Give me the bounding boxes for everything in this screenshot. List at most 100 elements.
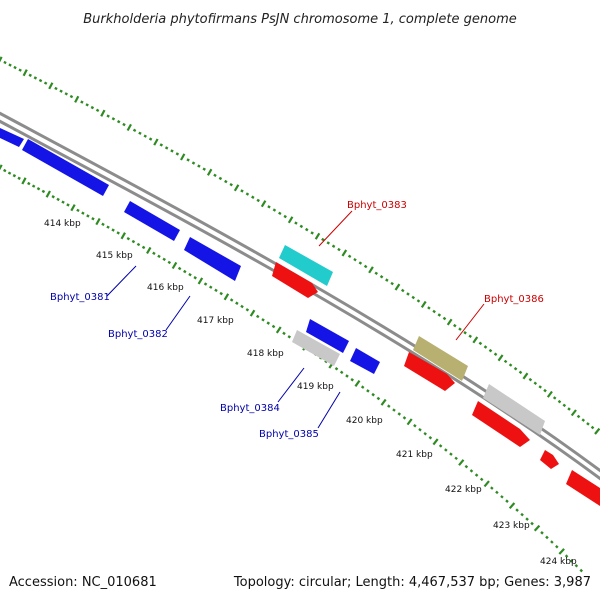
leader-line-0385: [317, 391, 341, 429]
minor-tick-mark: [177, 266, 182, 271]
major-tick-mark: [206, 168, 213, 176]
minor-tick-mark: [59, 89, 63, 93]
major-tick-mark: [153, 138, 159, 146]
minor-tick-mark: [256, 198, 260, 203]
major-tick-mark: [249, 309, 256, 317]
minor-tick-mark: [76, 208, 80, 213]
minor-tick-mark: [385, 278, 389, 282]
minor-tick-mark: [406, 292, 410, 296]
minor-tick-mark: [175, 152, 180, 156]
minor-tick-mark: [33, 76, 38, 80]
minor-tick-mark: [17, 176, 21, 180]
gene-label-bphyt-0385[interactable]: Bphyt_0385: [259, 429, 319, 440]
minor-tick-mark: [428, 435, 433, 440]
gene-feature-forward[interactable]: [472, 401, 530, 447]
major-tick-mark: [314, 232, 321, 240]
minor-tick-mark: [272, 208, 277, 212]
major-tick-mark: [432, 438, 439, 446]
minor-tick-mark: [478, 341, 483, 346]
minor-tick-mark: [493, 352, 498, 356]
minor-tick-mark: [283, 214, 287, 219]
minor-tick-mark: [141, 245, 146, 250]
gene-label-bphyt-0386[interactable]: Bphyt_0386: [484, 294, 544, 305]
minor-tick-mark: [267, 205, 271, 209]
tick-label-420: 420 kbp: [346, 416, 383, 426]
tick-label-421: 421 kbp: [396, 450, 433, 460]
gene-feature-reverse[interactable]: [306, 319, 349, 353]
major-tick-mark: [558, 548, 565, 555]
gene-feature-reverse[interactable]: [124, 201, 180, 241]
minor-tick-mark: [136, 242, 141, 247]
gene-feature-forward[interactable]: [272, 262, 318, 298]
minor-tick-mark: [3, 60, 7, 65]
minor-tick-mark: [85, 103, 89, 107]
minor-tick-mark: [387, 404, 391, 408]
major-tick-mark: [420, 300, 427, 309]
minor-tick-mark: [444, 448, 448, 452]
minor-tick-mark: [347, 254, 352, 259]
minor-tick-mark: [416, 299, 421, 303]
minor-tick-mark: [186, 158, 190, 162]
minor-tick-mark: [469, 469, 474, 473]
minor-tick-mark: [358, 261, 363, 265]
minor-tick-mark: [518, 370, 523, 375]
minor-tick-mark: [282, 331, 286, 336]
minor-tick-mark: [240, 304, 244, 309]
gene-feature-gray[interactable]: [292, 330, 340, 366]
gene-feature-reverse[interactable]: [350, 348, 380, 374]
minor-tick-mark: [334, 366, 339, 371]
minor-tick-mark: [454, 456, 458, 461]
gene-feature-reverse[interactable]: [184, 237, 241, 281]
minor-tick-mark: [401, 288, 405, 293]
minor-tick-mark: [80, 100, 84, 104]
minor-tick-mark: [576, 414, 581, 419]
minor-tick-mark: [463, 330, 467, 335]
minor-tick-mark: [278, 211, 282, 216]
gene-feature-forward[interactable]: [540, 450, 559, 469]
minor-tick-mark: [528, 377, 533, 382]
gene-feature-reverse[interactable]: [22, 139, 109, 196]
gene-feature-cyan[interactable]: [279, 245, 333, 286]
map-title: Burkholderia phytofirmans PsJN chromosom…: [83, 12, 517, 27]
forward-strand-genes: [272, 245, 600, 506]
gene-feature-olive[interactable]: [413, 336, 468, 381]
tick-label-415: 415 kbp: [96, 251, 133, 261]
gene-feature-forward[interactable]: [404, 352, 455, 391]
minor-tick-mark: [508, 363, 513, 367]
minor-tick-mark: [81, 211, 85, 215]
minor-tick-mark: [569, 559, 574, 563]
minor-tick-mark: [116, 119, 121, 124]
minor-tick-mark: [3, 168, 7, 173]
gene-label-bphyt-0381[interactable]: Bphyt_0381: [50, 292, 110, 303]
major-tick-mark: [223, 293, 230, 301]
minor-tick-mark: [442, 316, 447, 321]
minor-tick-mark: [366, 389, 370, 393]
minor-tick-mark: [490, 486, 494, 490]
gene-label-bphyt-0384[interactable]: Bphyt_0384: [220, 403, 280, 414]
major-tick-mark: [120, 232, 126, 240]
minor-tick-mark: [164, 146, 169, 150]
label-leaders: [106, 210, 485, 429]
minor-tick-mark: [287, 335, 291, 339]
major-tick-mark: [533, 524, 541, 532]
gene-feature-forward[interactable]: [566, 470, 600, 506]
minor-tick-mark: [437, 313, 442, 317]
minor-tick-mark: [590, 425, 595, 430]
minor-tick-mark: [36, 187, 41, 191]
minor-tick-mark: [390, 281, 394, 286]
major-tick-mark: [594, 427, 600, 435]
minor-tick-mark: [7, 171, 12, 175]
minor-tick-mark: [540, 531, 544, 535]
major-tick-mark: [458, 459, 465, 466]
minor-tick-mark: [13, 65, 17, 70]
gene-feature-gray[interactable]: [483, 384, 545, 435]
minor-tick-mark: [240, 189, 244, 193]
minor-tick-mark: [61, 200, 65, 204]
major-tick-mark: [95, 217, 101, 226]
minor-tick-mark: [411, 295, 415, 300]
gene-feature-reverse[interactable]: [0, 128, 24, 147]
gene-label-bphyt-0383[interactable]: Bphyt_0383: [347, 200, 407, 211]
minor-tick-mark: [515, 508, 519, 512]
gene-label-bphyt-0382[interactable]: Bphyt_0382: [108, 329, 168, 340]
minor-tick-mark: [345, 374, 349, 378]
